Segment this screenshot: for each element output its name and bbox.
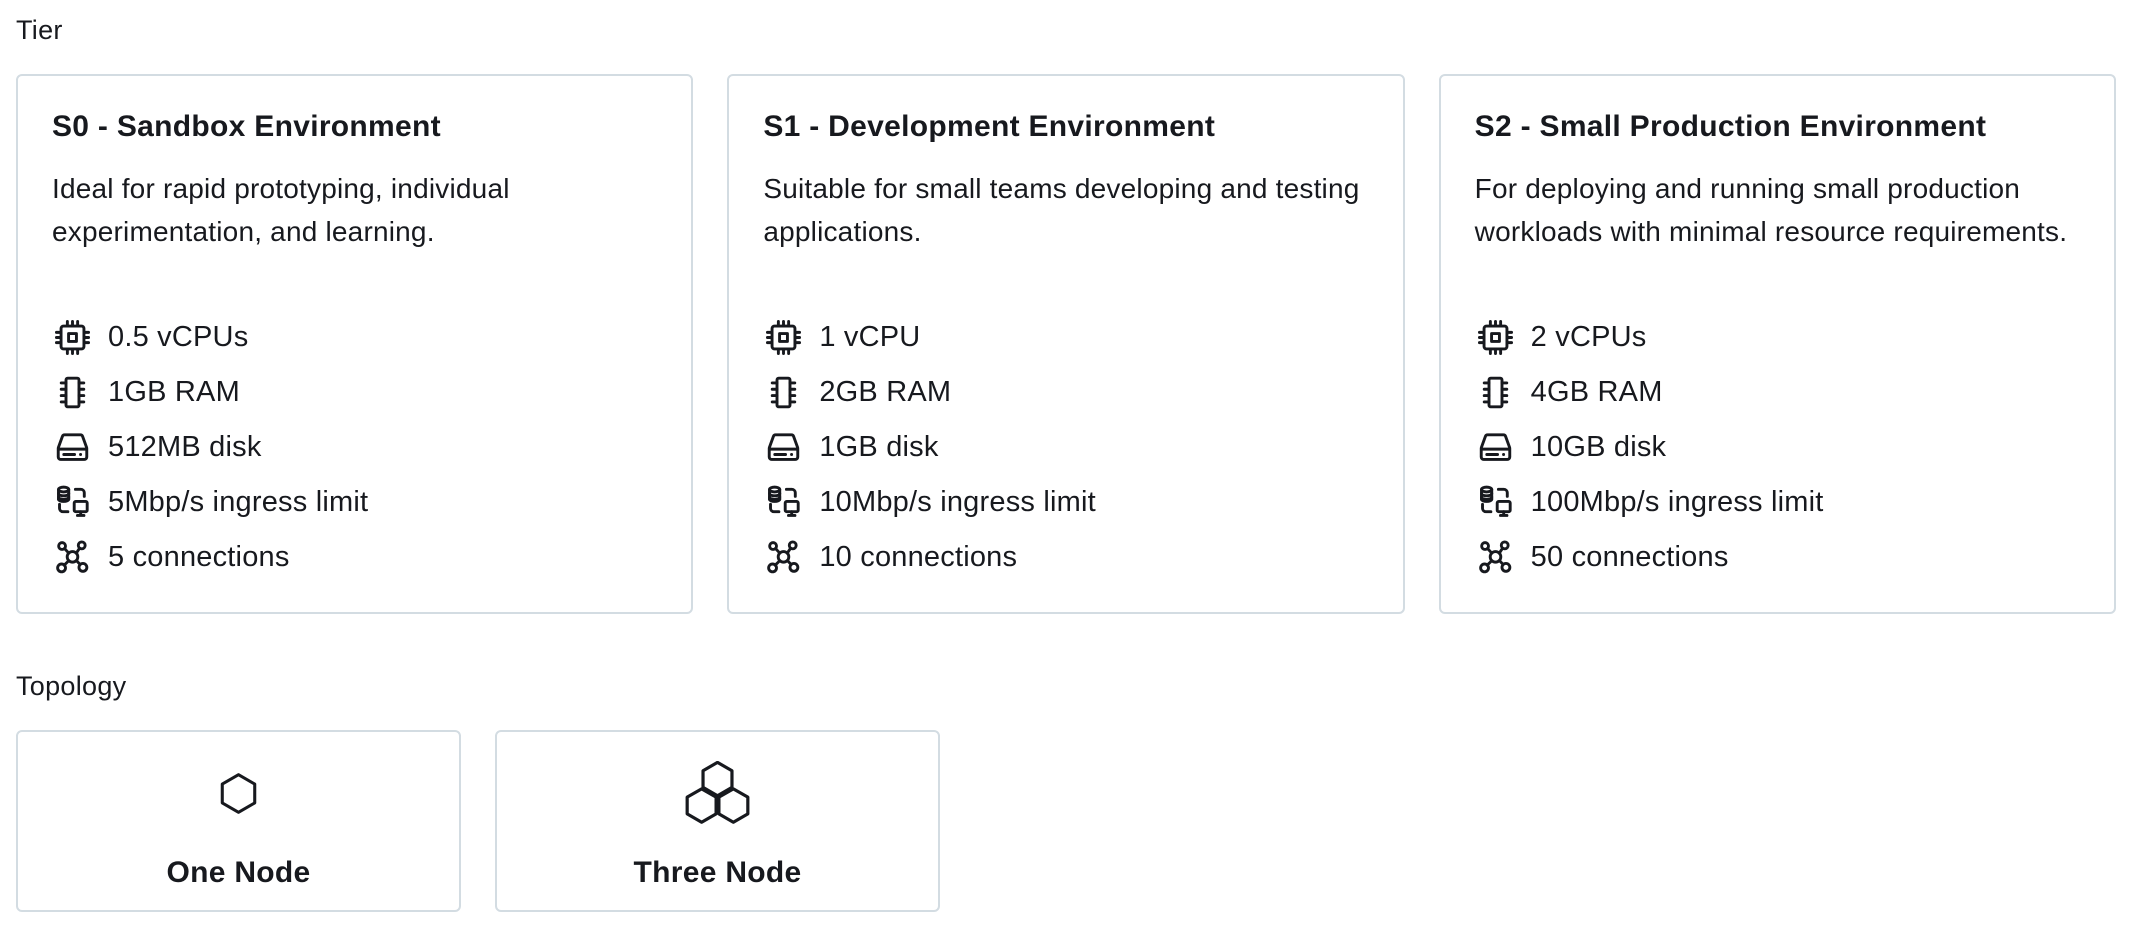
spec-row: 4GB RAM bbox=[1475, 365, 2080, 420]
tier-card-description: Suitable for small teams developing and … bbox=[763, 173, 1360, 247]
tier-card-s2[interactable]: S2 - Small Production Environment For de… bbox=[1438, 74, 2116, 614]
cpu-icon bbox=[763, 317, 804, 358]
spec-label: 10Mbp/s ingress limit bbox=[819, 486, 1096, 518]
spec-label: 1GB RAM bbox=[108, 376, 240, 408]
tier-label: Tier bbox=[16, 15, 63, 45]
tier-card-description: For deploying and running small producti… bbox=[1474, 173, 2068, 247]
tier-card-list: S0 - Sandbox Environment Ideal for rapid… bbox=[16, 74, 2116, 614]
topology-card-one-node[interactable]: One Node bbox=[16, 730, 461, 912]
ram-icon bbox=[763, 372, 804, 413]
ingress-icon bbox=[52, 482, 93, 523]
spec-row: 10 connections bbox=[763, 530, 1368, 585]
disk-icon bbox=[763, 427, 804, 468]
connections-icon bbox=[1475, 537, 1516, 578]
spec-row: 50 connections bbox=[1475, 530, 2080, 585]
topology-card-list: One Node Three Node bbox=[16, 730, 2116, 912]
spec-label: 1 vCPU bbox=[819, 321, 921, 353]
spec-list: 0.5 vCPUs 1GB RAM 512MB disk 5Mbp/s ingr… bbox=[52, 310, 657, 585]
spec-row: 10GB disk bbox=[1475, 420, 2080, 475]
spec-row: 2GB RAM bbox=[763, 365, 1368, 420]
cpu-icon bbox=[52, 317, 93, 358]
spec-row: 5Mbp/s ingress limit bbox=[52, 475, 657, 530]
three-node-icon bbox=[684, 752, 751, 834]
spec-row: 1GB disk bbox=[763, 420, 1368, 475]
tier-card-s1[interactable]: S1 - Development Environment Suitable fo… bbox=[727, 74, 1405, 614]
tier-card-description: Ideal for rapid prototyping, individual … bbox=[52, 173, 510, 247]
spec-label: 100Mbp/s ingress limit bbox=[1530, 486, 1824, 518]
topology-card-three-node[interactable]: Three Node bbox=[495, 730, 940, 912]
spec-label: 512MB disk bbox=[108, 431, 262, 463]
cpu-icon bbox=[1475, 317, 1516, 358]
spec-list: 1 vCPU 2GB RAM 1GB disk 10Mbp/s ingress … bbox=[763, 310, 1368, 585]
spec-label: 0.5 vCPUs bbox=[108, 321, 249, 353]
spec-row: 0.5 vCPUs bbox=[52, 310, 657, 365]
spec-row: 2 vCPUs bbox=[1475, 310, 2080, 365]
ingress-icon bbox=[763, 482, 804, 523]
spec-row: 1GB RAM bbox=[52, 365, 657, 420]
disk-icon bbox=[1475, 427, 1516, 468]
spec-label: 50 connections bbox=[1530, 541, 1729, 573]
topology-label: Topology bbox=[16, 671, 127, 701]
spec-label: 10 connections bbox=[819, 541, 1018, 573]
ingress-icon bbox=[1475, 482, 1516, 523]
spec-label: 5Mbp/s ingress limit bbox=[108, 486, 369, 518]
tier-card-title: S1 - Development Environment bbox=[763, 110, 1216, 143]
spec-label: 4GB RAM bbox=[1530, 376, 1663, 408]
topology-card-label: Three Node bbox=[633, 856, 802, 889]
tier-card-s0[interactable]: S0 - Sandbox Environment Ideal for rapid… bbox=[16, 74, 694, 614]
spec-row: 1 vCPU bbox=[763, 310, 1368, 365]
spec-row: 10Mbp/s ingress limit bbox=[763, 475, 1368, 530]
spec-label: 10GB disk bbox=[1530, 431, 1667, 463]
topology-card-label: One Node bbox=[166, 856, 311, 889]
ram-icon bbox=[52, 372, 93, 413]
spec-row: 5 connections bbox=[52, 530, 657, 585]
disk-icon bbox=[52, 427, 93, 468]
spec-row: 100Mbp/s ingress limit bbox=[1475, 475, 2080, 530]
spec-label: 2GB RAM bbox=[819, 376, 952, 408]
one-node-icon bbox=[218, 752, 259, 834]
spec-row: 512MB disk bbox=[52, 420, 657, 475]
tier-card-title: S0 - Sandbox Environment bbox=[52, 110, 441, 143]
tier-card-title: S2 - Small Production Environment bbox=[1474, 110, 1987, 143]
spec-label: 5 connections bbox=[108, 541, 290, 573]
connections-icon bbox=[52, 537, 93, 578]
spec-label: 2 vCPUs bbox=[1530, 321, 1647, 353]
spec-list: 2 vCPUs 4GB RAM 10GB disk 100Mbp/s ingre… bbox=[1475, 310, 2080, 585]
connections-icon bbox=[763, 537, 804, 578]
spec-label: 1GB disk bbox=[819, 431, 939, 463]
ram-icon bbox=[1475, 372, 1516, 413]
